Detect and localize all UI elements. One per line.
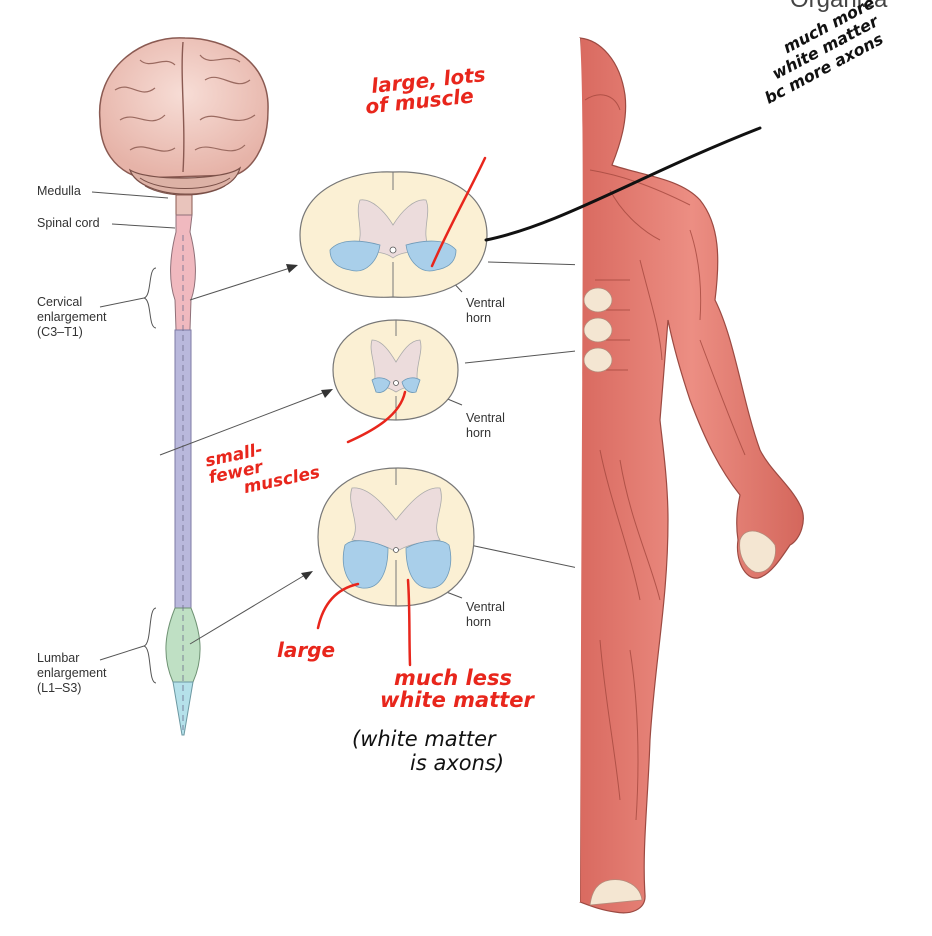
red-annotation-stroke-4 [406,578,412,667]
lumbar-cross-section [317,467,475,607]
ventral-horn-label-1: Ventral horn [466,296,505,325]
red-annotation-stroke-1 [430,156,487,268]
annotation-large: large [277,638,336,662]
annotation-much-less-white-matter: much less white matter [380,666,534,712]
annotation-white-matter-is-axons: (white matter is axons) [352,727,505,775]
black-annotation-stroke [484,126,762,242]
thoracic-cross-section [332,319,459,421]
lumbar-enlargement-label: Lumbar enlargement (L1–S3) [37,651,107,695]
muscle-figure-illustration [575,37,804,914]
medulla-label: Medulla [37,184,81,198]
ventral-horn-label-2: Ventral horn [466,411,505,440]
ventral-horn-label-3: Ventral horn [466,600,505,629]
red-annotation-stroke-2 [346,390,407,444]
cervical-cross-section [299,171,488,298]
spinal-cord-label: Spinal cord [37,216,100,230]
cervical-enlargement-label: Cervical enlargement (C3–T1) [37,295,107,339]
brain-illustration [98,37,269,221]
slide-title-fragment: Organiza [790,0,887,14]
spinal-cord-column [165,214,201,736]
red-annotation-stroke-3 [316,582,360,630]
